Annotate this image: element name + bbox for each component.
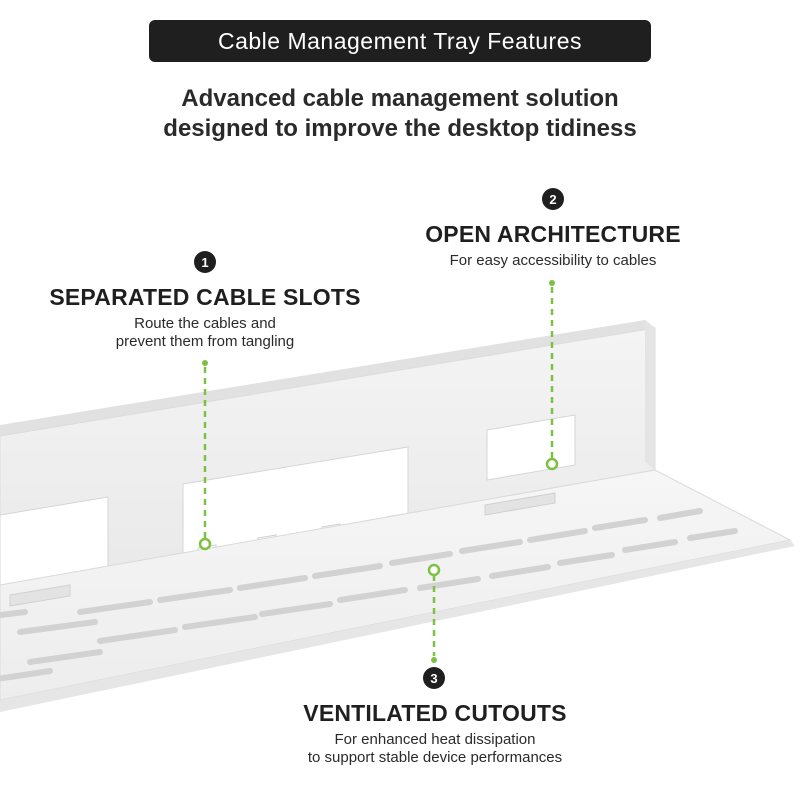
feature-3-desc-line-2: to support stable device performances bbox=[307, 749, 563, 766]
feature-2-desc-line-1: For easy accessibility to cables bbox=[449, 252, 657, 269]
feature-1-number-badge: 1 bbox=[194, 251, 216, 273]
feature-2-number: 2 bbox=[549, 191, 557, 207]
feature-3-desc-line-1: For enhanced heat dissipation bbox=[334, 731, 536, 748]
callout-dot-1 bbox=[198, 537, 212, 551]
title-banner: Cable Management Tray Features bbox=[149, 20, 651, 62]
callout-leader-lines bbox=[203, 287, 554, 656]
subtitle-line-2: designed to improve the desktop tidiness bbox=[163, 115, 637, 142]
feature-3-title: VENTILATED CUTOUTS bbox=[303, 700, 567, 726]
back-wall-label-recess-left bbox=[9, 584, 71, 607]
callout-endpoints bbox=[198, 457, 559, 577]
feature-1-title: SEPARATED CABLE SLOTS bbox=[49, 284, 361, 310]
subtitle-line-1: Advanced cable management solution bbox=[181, 85, 619, 112]
callout-dot-3 bbox=[427, 563, 441, 577]
feature-1-desc-line-1: Route the cables and bbox=[134, 315, 276, 332]
tray-back-wall-top-edge bbox=[0, 320, 655, 436]
feature-2-title: OPEN ARCHITECTURE bbox=[425, 221, 681, 247]
feature-2-number-badge: 2 bbox=[542, 188, 564, 210]
feature-1-number: 1 bbox=[201, 254, 209, 270]
feature-3-number: 3 bbox=[430, 670, 438, 686]
tray-front-lip bbox=[0, 540, 795, 712]
feature-1-desc-line-2: prevent them from tangling bbox=[115, 333, 295, 350]
back-wall-label-recess-right bbox=[484, 492, 556, 516]
callout-dot-2 bbox=[545, 457, 559, 471]
ventilated-cutout-slots bbox=[0, 508, 738, 683]
title-text: Cable Management Tray Features bbox=[217, 27, 582, 54]
feature-3-number-badge: 3 bbox=[423, 667, 445, 689]
